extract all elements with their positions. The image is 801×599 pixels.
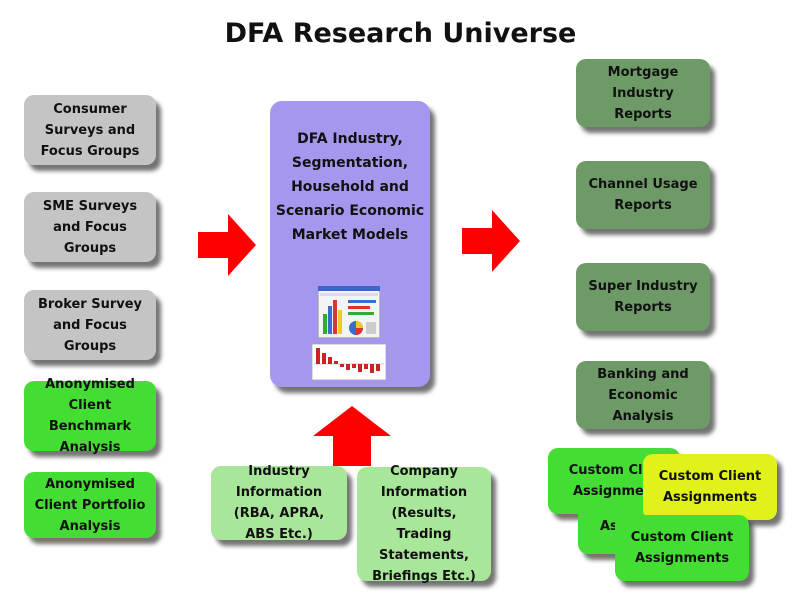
input-benchmark-analysis: Anonymised Client Benchmark Analysis (24, 377, 156, 455)
input-industry-information: Industry Information (RBA, APRA, ABS Etc… (211, 464, 347, 542)
center-models-box: DFA Industry, Segmentation, Household an… (270, 101, 430, 387)
custom-assignments-middle-label: As (600, 518, 618, 534)
output-super-industry-reports: Super Industry Reports (576, 263, 710, 331)
waterfall-thumbnail-icon (312, 344, 386, 380)
left-to-center-arrow (198, 214, 256, 276)
input-consumer-surveys: Consumer Surveys and Focus Groups (24, 95, 156, 165)
output-channel-usage-reports: Channel Usage Reports (576, 161, 710, 229)
center-models-label: DFA Industry, Segmentation, Household an… (275, 131, 425, 243)
output-banking-economic-analysis: Banking and Economic Analysis (576, 361, 710, 429)
bottom-to-center-arrow (313, 406, 391, 466)
custom-assignments-yellow: Custom Client Assignments (643, 454, 777, 520)
diagram-title: DFA Research Universe (224, 18, 577, 49)
custom-assignments-front: Custom Client Assignments (615, 515, 749, 581)
input-company-information: Company Information (Results, Trading St… (357, 464, 491, 584)
input-portfolio-analysis: Anonymised Client Portfolio Analysis (24, 472, 156, 538)
input-sme-surveys: SME Surveys and Focus Groups (24, 192, 156, 262)
center-to-right-arrow (462, 210, 520, 272)
input-broker-survey: Broker Survey and Focus Groups (24, 290, 156, 360)
output-mortgage-reports: Mortgage Industry Reports (576, 59, 710, 127)
chart-thumbnail-icon (318, 286, 380, 338)
